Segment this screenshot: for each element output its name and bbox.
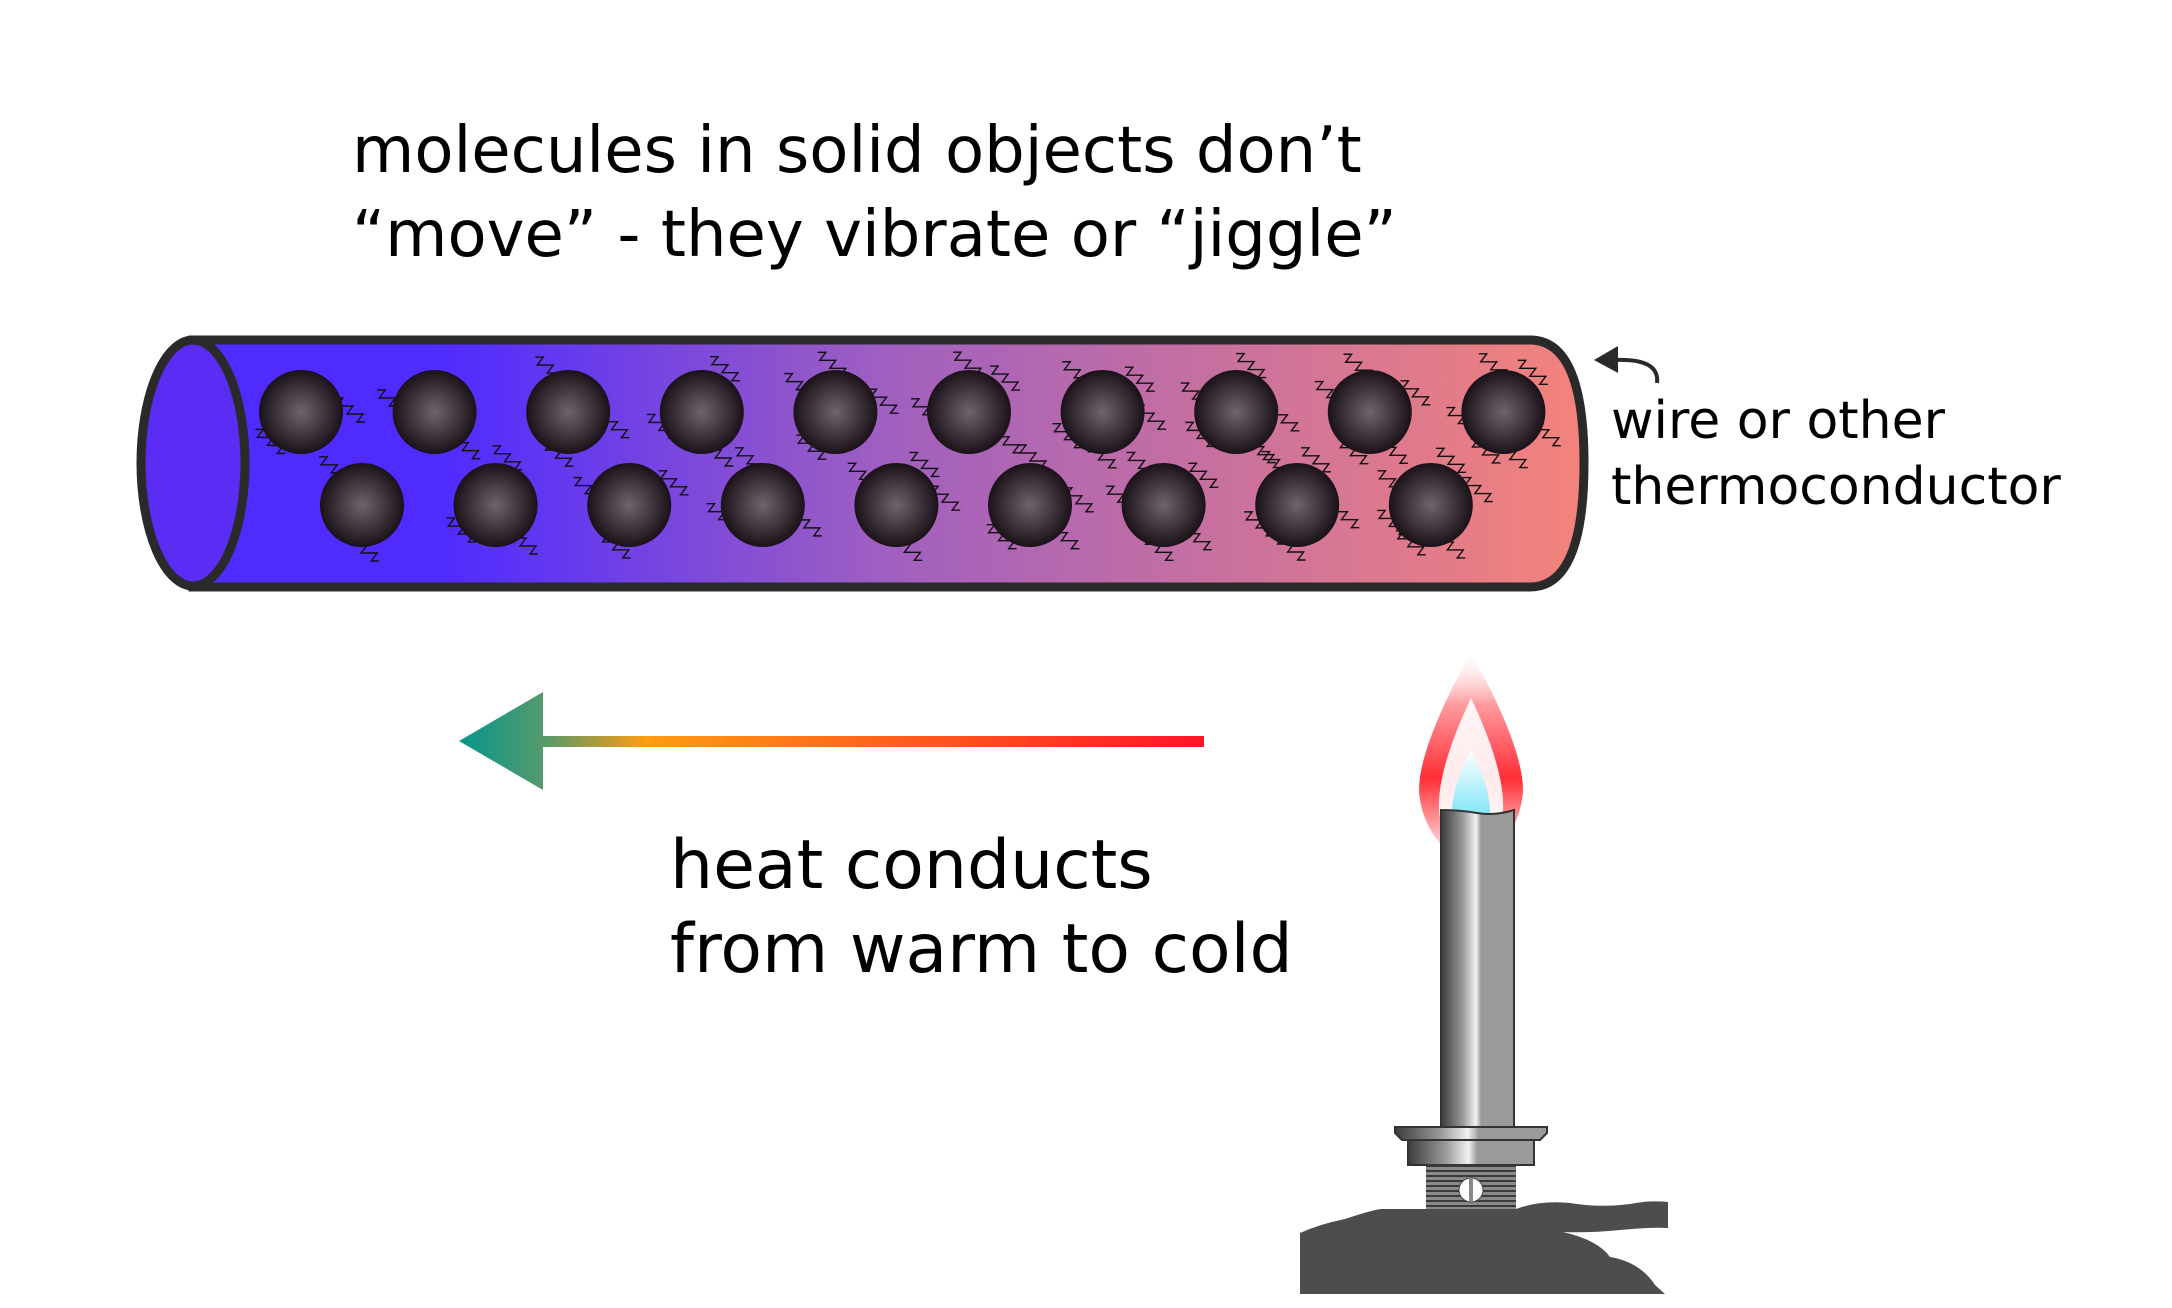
molecule <box>1461 370 1546 454</box>
vibration-zigzag <box>868 388 899 414</box>
vibration-zigzag <box>986 523 1017 550</box>
vibration-zigzag <box>990 365 1021 391</box>
vibration-zigzag <box>1395 530 1426 556</box>
molecule <box>720 463 805 547</box>
vibration-zigzag <box>796 434 827 460</box>
burner-tube <box>1440 808 1515 1131</box>
vibration-zigzag <box>1436 447 1467 474</box>
tube-open-end <box>136 335 250 591</box>
molecule <box>1327 370 1412 454</box>
molecule <box>392 370 477 454</box>
vibration-zigzag <box>909 451 940 478</box>
vibration-zigzag <box>709 355 740 382</box>
molecule <box>1194 370 1279 454</box>
molecule <box>1388 463 1473 547</box>
bunsen-burner <box>1300 652 1668 1294</box>
vibration-zigzag <box>1018 444 1048 470</box>
molecule <box>320 463 404 547</box>
molecule <box>259 370 343 454</box>
burner-base <box>1300 1201 1668 1294</box>
wire-label-line-2: thermoconductor <box>1611 457 2061 517</box>
title-line-2: “move” - they vibrate or “jiggle” <box>352 198 1397 272</box>
burner-flange <box>1394 1126 1548 1141</box>
vibration-zigzag <box>1124 366 1155 392</box>
title-line-1: molecules in solid objects don’t <box>352 114 1362 188</box>
vibration-zigzag <box>1188 462 1219 489</box>
molecule <box>988 463 1072 547</box>
arrow-head <box>459 692 543 790</box>
arrow-shaft <box>540 736 1204 747</box>
vibration-zigzag <box>1400 380 1431 406</box>
molecule <box>453 463 538 547</box>
vibration-zigzag <box>1517 359 1548 386</box>
vibration-zigzag <box>658 470 689 496</box>
molecule <box>1060 370 1145 454</box>
label-pointer-arrow <box>1594 346 1660 384</box>
vibration-zigzag <box>492 445 523 471</box>
vibration-zigzag <box>1462 476 1493 503</box>
heat-label-line-2: from warm to cold <box>670 910 1293 989</box>
molecule <box>793 370 878 454</box>
molecule <box>854 463 939 547</box>
molecule <box>526 370 611 454</box>
molecule <box>659 370 744 454</box>
molecule <box>587 463 672 547</box>
heat-label-line-1: heat conducts <box>670 826 1153 905</box>
molecule <box>1255 463 1340 547</box>
burner-collar <box>1407 1139 1535 1166</box>
molecule <box>1121 463 1206 547</box>
vibration-zigzag <box>255 428 286 455</box>
molecule <box>927 370 1011 454</box>
wire-label-line-1: wire or other <box>1611 391 1946 451</box>
molecules-group <box>255 351 1561 562</box>
heat-flow-arrow <box>459 692 1204 790</box>
vibration-zigzag <box>1300 447 1331 473</box>
vibration-zigzag <box>1236 352 1267 379</box>
